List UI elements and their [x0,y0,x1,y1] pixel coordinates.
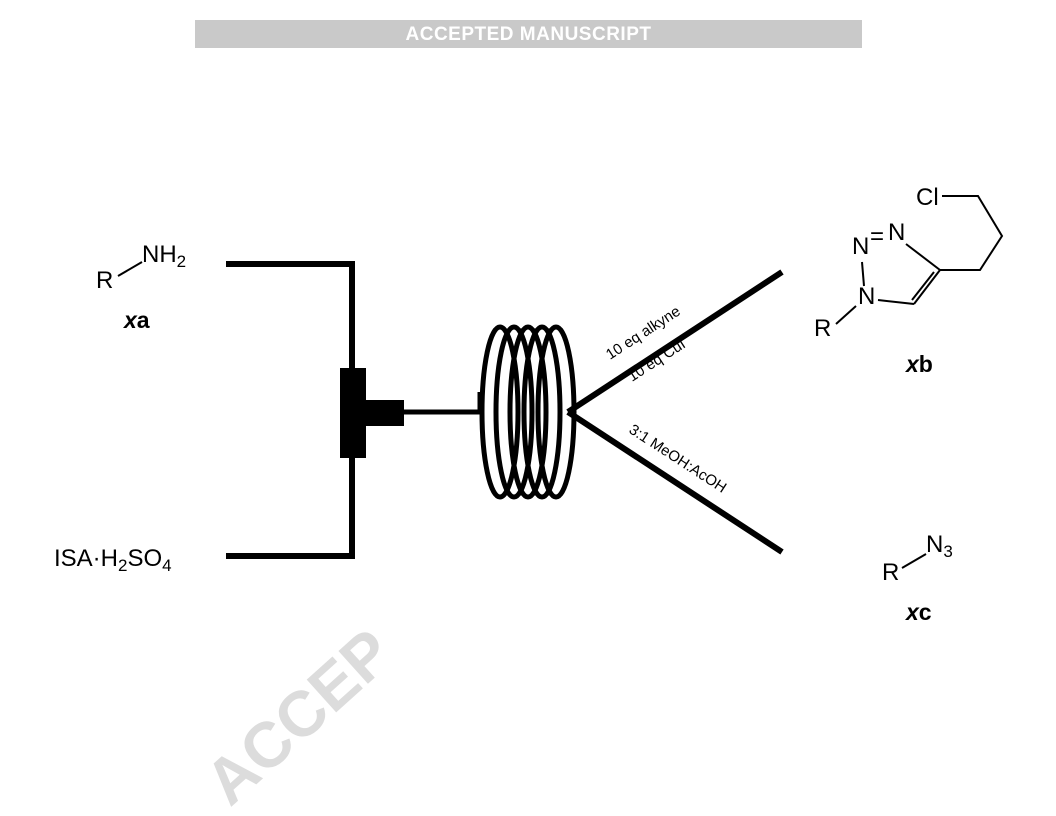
triazole-structure: Cl N = N N R xb [814,184,1004,377]
triazole-r-label: R [814,315,831,342]
svg-text:N3: N3 [926,531,953,561]
triazole-double-bond: = [870,223,884,250]
amine-subscript: 2 [177,252,186,271]
triazole-n3-label: N [852,233,869,260]
amine-r-label: R [96,267,113,294]
reactor-coil [479,324,577,500]
feed-line-bottom [226,456,355,559]
compound-label-xb: xb [904,351,933,377]
t-mixer-body [340,368,366,458]
compound-label-xa: xa [122,307,150,333]
triazole-n2-label: N [888,219,905,246]
upper-branch-line [566,269,784,415]
svg-text:NH2: NH2 [142,241,186,271]
azide-subscript: 3 [943,542,952,561]
azide-structure: R N3 xc [882,531,953,625]
amine-structure: R NH2 xa [96,241,186,333]
accepted-manuscript-banner: ACCEPTED MANUSCRIPT [195,20,862,48]
watermark-text: ACCEP [191,615,406,816]
isa-reagent-label: ISA·H2SO4 [54,545,172,575]
compound-label-xc: xc [904,599,932,625]
triazole-cl-label: Cl [916,184,939,211]
triazole-n1-label: N [858,283,875,310]
amine-group: NH [142,241,177,268]
feed-line-top [226,261,355,372]
azide-group: N [926,531,943,558]
lower-branch-line [566,409,784,555]
azide-r-label: R [882,559,899,586]
t-mixer-outlet [364,400,404,426]
